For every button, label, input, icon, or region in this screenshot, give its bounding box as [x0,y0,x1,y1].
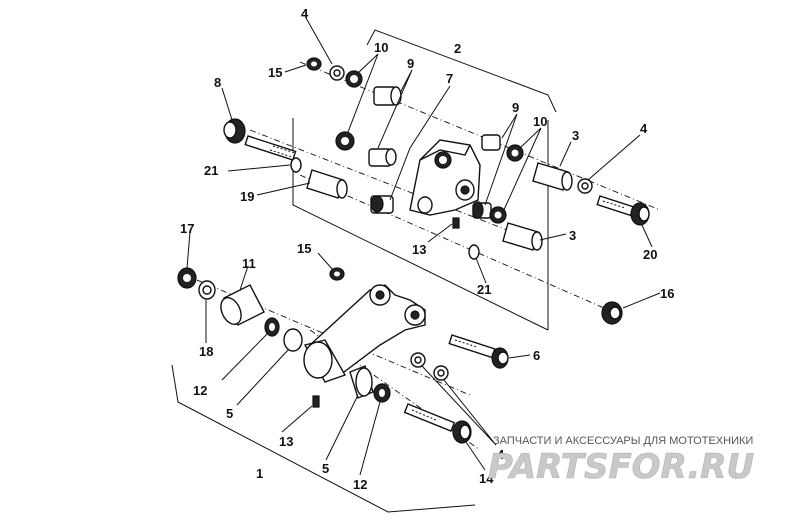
bolt-6 [448,334,509,369]
callout-21-mid: 21 [477,282,491,297]
callout-5-left: 5 [226,406,233,421]
washer-4-lower-a [410,352,426,368]
bolt-14 [403,403,472,444]
washer-4-top [329,65,345,81]
callout-11: 11 [242,256,256,271]
callout-12-right: 12 [353,477,367,492]
callout-10-top: 10 [374,40,388,55]
bushing-9-mid [368,148,397,167]
callout-15-lower: 15 [297,241,311,256]
washer-18 [198,280,216,300]
washer-4-right [577,178,593,194]
seal-10-mid [335,131,355,151]
callout-16: 16 [660,286,674,301]
bushing-9-low [370,195,394,214]
callout-13-lower: 13 [279,434,293,449]
callout-3-top: 3 [572,128,579,143]
washer-12-left [264,317,280,337]
callout-2: 2 [454,41,461,56]
callout-4-right: 4 [640,121,648,136]
callout-3-low: 3 [569,228,576,243]
lower-assembly-frame [171,364,476,513]
callout-8: 8 [214,75,221,90]
upper-assembly-frame [292,118,549,331]
grease-nipple-13-lower [312,395,320,408]
nut-16 [601,301,623,325]
washer-12-right [373,383,391,403]
callout-15-top: 15 [268,65,282,80]
bolt-20 [596,195,650,226]
nut-17 [177,267,197,289]
sleeve-11 [220,284,265,326]
callout-19: 19 [240,189,254,204]
callout-20: 20 [643,247,657,262]
collar-3-low [502,222,543,251]
callout-4-lower: 4 [497,447,505,462]
callout-10-right: 10 [533,114,547,129]
axis-line-link [299,174,621,316]
bushing-9-top [373,86,402,106]
seal-10-top [345,70,363,88]
grease-nipple-13-top [452,217,460,229]
callout-14: 14 [479,471,494,486]
o-ring-21-mid [468,244,480,260]
callout-21-top: 21 [204,163,218,178]
nut-15-lower [329,267,345,281]
nut-15-top [306,57,322,71]
callout-17: 17 [180,221,194,236]
collar-3-top [532,162,573,191]
callout-12-left: 12 [193,383,207,398]
callout-5-right: 5 [322,461,329,476]
o-ring-21-top [290,157,302,173]
seal-10-right-top [506,144,524,162]
callout-1: 1 [256,466,263,481]
bolt-8 [223,118,297,161]
callout-18: 18 [199,344,213,359]
sleeve-19 [306,169,348,199]
washer-4-lower-b [433,365,449,381]
group-2-bracket [366,29,557,113]
callout-9-top: 9 [407,56,414,71]
axis-line-mid [249,129,521,236]
leader-lines [186,17,661,476]
bushing-9-right-low [472,201,492,219]
callout-6: 6 [533,348,540,363]
rocker-arm-7 [409,139,481,216]
bushing-5-left [283,328,303,352]
connecting-link-1 [303,284,426,383]
bushing-9-right-top [481,134,501,151]
watermark-tagline: ЗАПЧАСТИ И АКСЕССУАРЫ ДЛЯ МОТОТЕХНИКИ [493,435,753,447]
callout-9-right: 9 [512,100,519,115]
watermark-logo: PARTSFOR.RU [488,447,754,487]
bushing-5-right [349,365,374,399]
seal-10-right-low [489,206,507,224]
callout-13-top: 13 [412,242,426,257]
callout-7: 7 [446,71,453,86]
callout-4-top: 4 [301,6,309,21]
